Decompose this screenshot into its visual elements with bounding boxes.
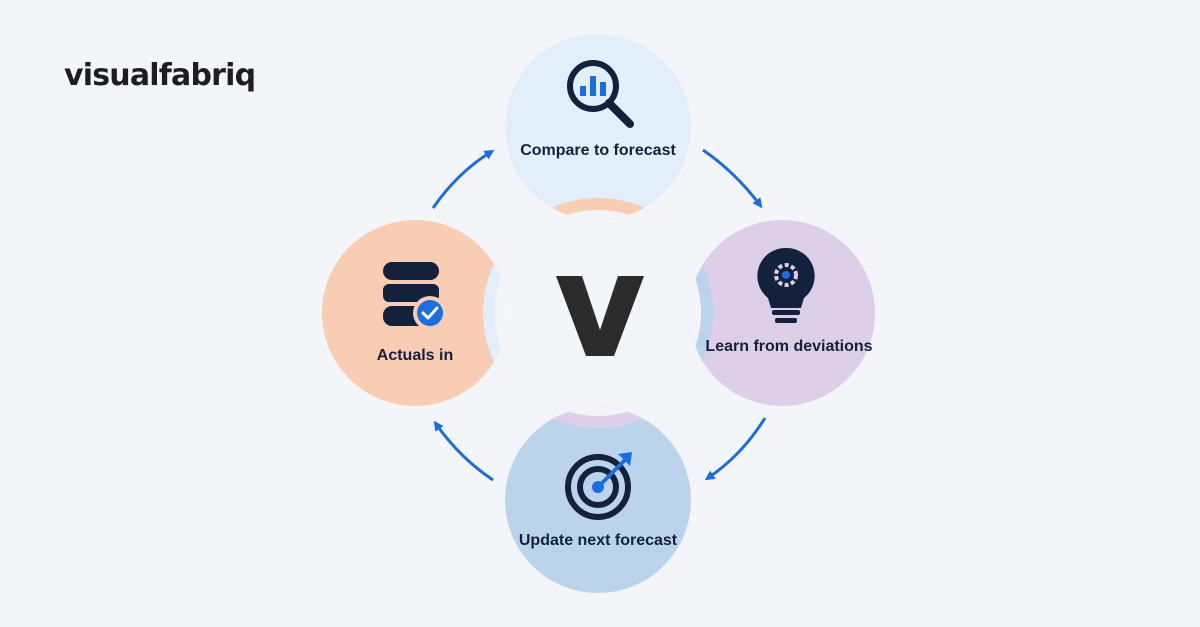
visualfabriq-logo: visualfabriq [64,58,256,93]
lightbulb-gear-icon [757,247,815,323]
step-circle-update [505,407,691,593]
database-check-icon [383,262,447,330]
center-v-mark [556,276,644,356]
step-label-compare: Compare to forecast [520,142,676,159]
target-arrow-icon [565,452,632,520]
arrow-compare-to-learn [702,148,763,209]
step-label-learn: Learn from deviations [705,338,873,355]
arrow-learn-to-update [704,417,767,481]
arrow-actuals-to-compare [431,149,495,209]
step-label-update: Update next forecast [518,532,678,549]
center-disc [495,210,701,416]
step-circle-compare [505,34,691,220]
step-label-actuals: Actuals in [376,347,454,364]
chart-magnifier-icon [567,60,634,128]
arrow-update-to-actuals [433,420,494,482]
